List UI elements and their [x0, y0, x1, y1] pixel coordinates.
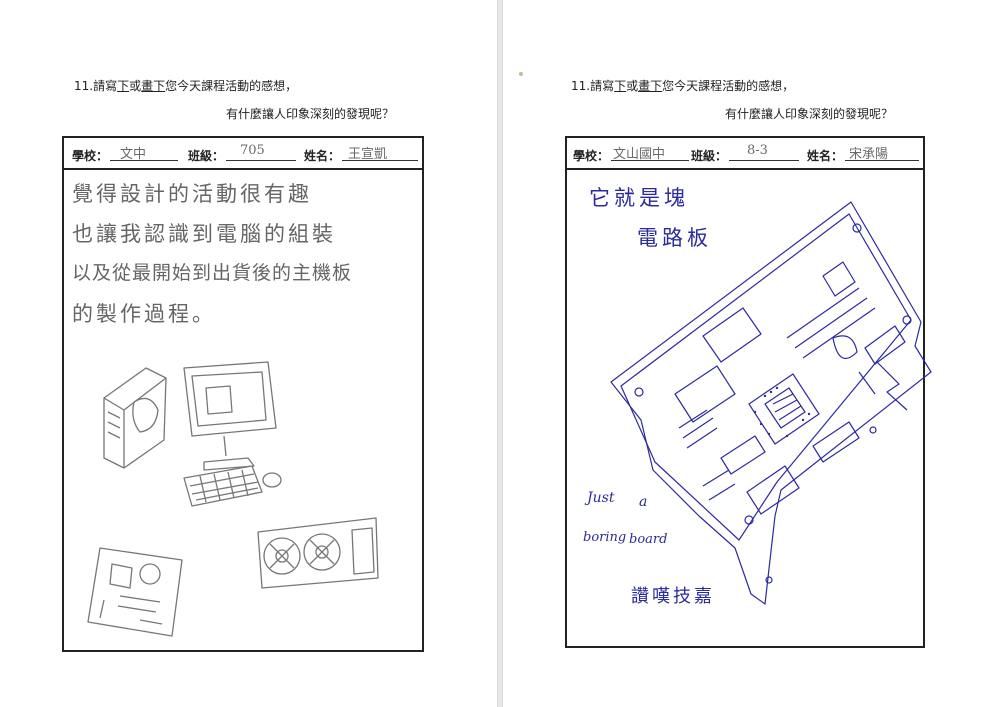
- class-value: 705: [240, 143, 265, 158]
- name-value: 宋承陽: [849, 147, 889, 162]
- answer-line-1: 它就是塊: [589, 186, 689, 210]
- english-word-just: Just: [587, 490, 615, 506]
- closing-line: 讚嘆技嘉: [631, 586, 715, 607]
- school-label: 學校：: [72, 149, 109, 163]
- cpu-socket: [748, 373, 820, 445]
- info-header: 學校： 文山國中 班級： 8-3 姓名： 宋承陽: [567, 138, 923, 170]
- answer-line-2: 也讓我認識到電腦的組裝: [72, 222, 336, 246]
- graphics-card-sketch: [257, 517, 379, 589]
- name-label: 姓名：: [304, 149, 341, 163]
- motherboard-sketch: [87, 547, 183, 637]
- school-label: 學校：: [573, 149, 610, 163]
- class-value: 8-3: [747, 143, 768, 158]
- keyboard-sketch: [183, 465, 263, 507]
- class-label: 班級：: [691, 149, 728, 163]
- answer-line-3: 以及從最開始到出貨後的主機板: [72, 262, 353, 284]
- board-outline: [610, 201, 932, 605]
- ink-sketch-circuit-board: [610, 201, 932, 605]
- page-fold: [497, 0, 503, 707]
- pc-tower-sketch: [103, 367, 167, 469]
- school-value: 文山國中: [613, 147, 666, 162]
- name-value: 王宣凱: [348, 147, 388, 162]
- info-header: 學校： 文中 班級： 705 姓名： 王宣凱: [64, 138, 422, 170]
- left-worksheet: 11.請寫下或畫下您今天課程活動的感想， 有什麼讓人印象深刻的發現呢？ 學校： …: [0, 0, 497, 707]
- answer-box: 學校： 文山國中 班級： 8-3 姓名： 宋承陽: [565, 136, 925, 648]
- question-line-2: 有什麼讓人印象深刻的發現呢？: [226, 107, 395, 121]
- english-word-a: a: [639, 494, 648, 510]
- answer-line-4: 的製作過程。: [72, 302, 216, 326]
- english-word-board: board: [629, 532, 668, 547]
- paper-stain: [519, 72, 523, 76]
- right-worksheet: 11.請寫下或畫下您今天課程活動的感想， 有什麼讓人印象深刻的發現呢？ 學校： …: [503, 0, 1000, 707]
- question-line-1: 11.請寫下或畫下您今天課程活動的感想，: [74, 79, 298, 93]
- question-line-1: 11.請寫下或畫下您今天課程活動的感想，: [571, 79, 795, 93]
- question-line-2: 有什麼讓人印象深刻的發現呢？: [725, 107, 894, 121]
- answer-line-2: 電路板: [637, 226, 712, 250]
- monitor-sketch: [183, 361, 277, 437]
- english-word-boring: boring: [583, 530, 627, 545]
- pencil-sketch-computer: [87, 361, 379, 637]
- class-label: 班級：: [188, 149, 225, 163]
- answer-line-1: 覺得設計的活動很有趣: [72, 182, 312, 206]
- name-label: 姓名：: [807, 149, 844, 163]
- school-value: 文中: [120, 147, 147, 162]
